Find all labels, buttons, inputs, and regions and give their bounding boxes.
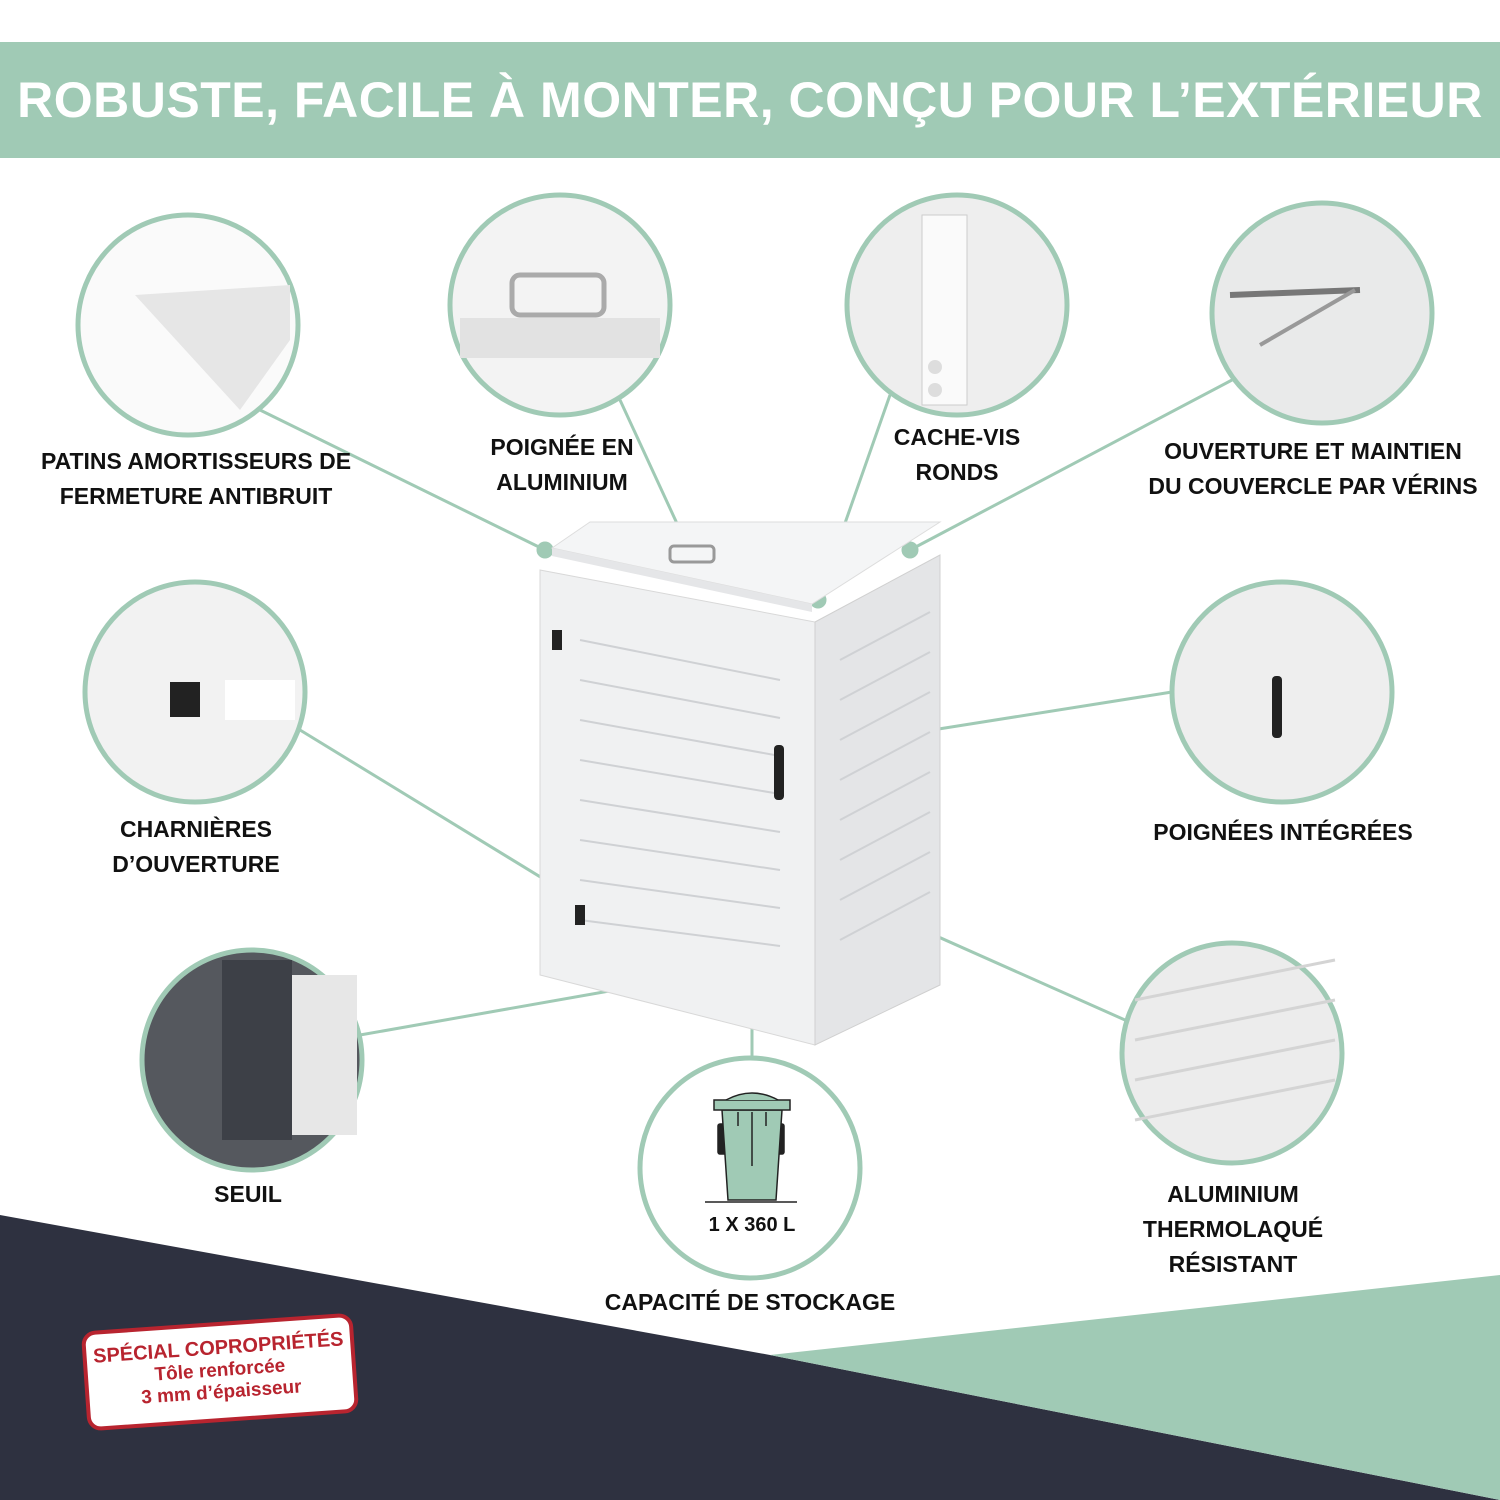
label-line: SEUIL (214, 1181, 282, 1207)
feature-label-ouverture: OUVERTURE ET MAINTIEN DU COUVERCLE PAR V… (1148, 434, 1477, 504)
dark-background-shape (0, 1215, 1500, 1500)
detail-aluminium (1119, 940, 1345, 1166)
label-line: POIGNÉES INTÉGRÉES (1153, 819, 1413, 845)
label-line: POIGNÉE EN (490, 434, 634, 460)
label-line: RONDS (915, 459, 999, 485)
lid-handle (668, 544, 716, 564)
bin-enclosure-product (539, 521, 942, 1046)
feature-label-aluminium: ALUMINIUM THERMOLAQUÉ RÉSISTANT (1143, 1177, 1323, 1282)
label-line: DU COUVERCLE PAR VÉRINS (1148, 473, 1478, 499)
feature-label-cache-vis: CACHE-VIS RONDS (894, 420, 1021, 490)
label-line: D’OUVERTURE (112, 851, 280, 877)
capacity-value: 1 X 360 L (708, 1214, 796, 1236)
door-handle (774, 745, 784, 800)
label-line: CACHE-VIS (893, 424, 1021, 450)
feature-label-charnieres: CHARNIÈRES D’OUVERTURE (112, 812, 279, 882)
detail-ouverture (1209, 200, 1435, 426)
feature-label-seuil: SEUIL (214, 1177, 282, 1212)
label-line: FERMETURE ANTIBRUIT (59, 483, 333, 509)
wheelie-bin-icon (705, 1092, 797, 1203)
feature-label-patins: PATINS AMORTISSEURS DE FERMETURE ANTIBRU… (41, 444, 351, 514)
hinge-top (552, 630, 562, 650)
label-line: CHARNIÈRES (119, 816, 273, 842)
detail-poignee (447, 192, 673, 418)
label-line: OUVERTURE ET MAINTIEN (1164, 438, 1462, 464)
feature-label-poignee: POIGNÉE EN ALUMINIUM (490, 430, 633, 500)
label-line: RÉSISTANT (1168, 1251, 1298, 1277)
hinge-bottom (575, 905, 585, 925)
label-line: ALUMINIUM (1167, 1181, 1299, 1207)
header-banner: ROBUSTE, FACILE À MONTER, CONÇU POUR L’E… (0, 42, 1500, 158)
feature-label-poignees-integrees: POIGNÉES INTÉGRÉES (1153, 815, 1412, 850)
label-line: ALUMINIUM (496, 469, 628, 495)
feature-label-capacite: CAPACITÉ DE STOCKAGE (605, 1285, 896, 1320)
page-title: ROBUSTE, FACILE À MONTER, CONÇU POUR L’E… (17, 72, 1483, 128)
label-line: THERMOLAQUÉ (1142, 1216, 1324, 1242)
label-line: CAPACITÉ DE STOCKAGE (604, 1289, 896, 1315)
mint-background-shape (770, 1275, 1500, 1500)
special-stamp: SPÉCIAL COPROPRIÉTÉS Tôle renforcée 3 mm… (80, 1312, 360, 1432)
label-line: PATINS AMORTISSEURS DE (40, 448, 352, 474)
